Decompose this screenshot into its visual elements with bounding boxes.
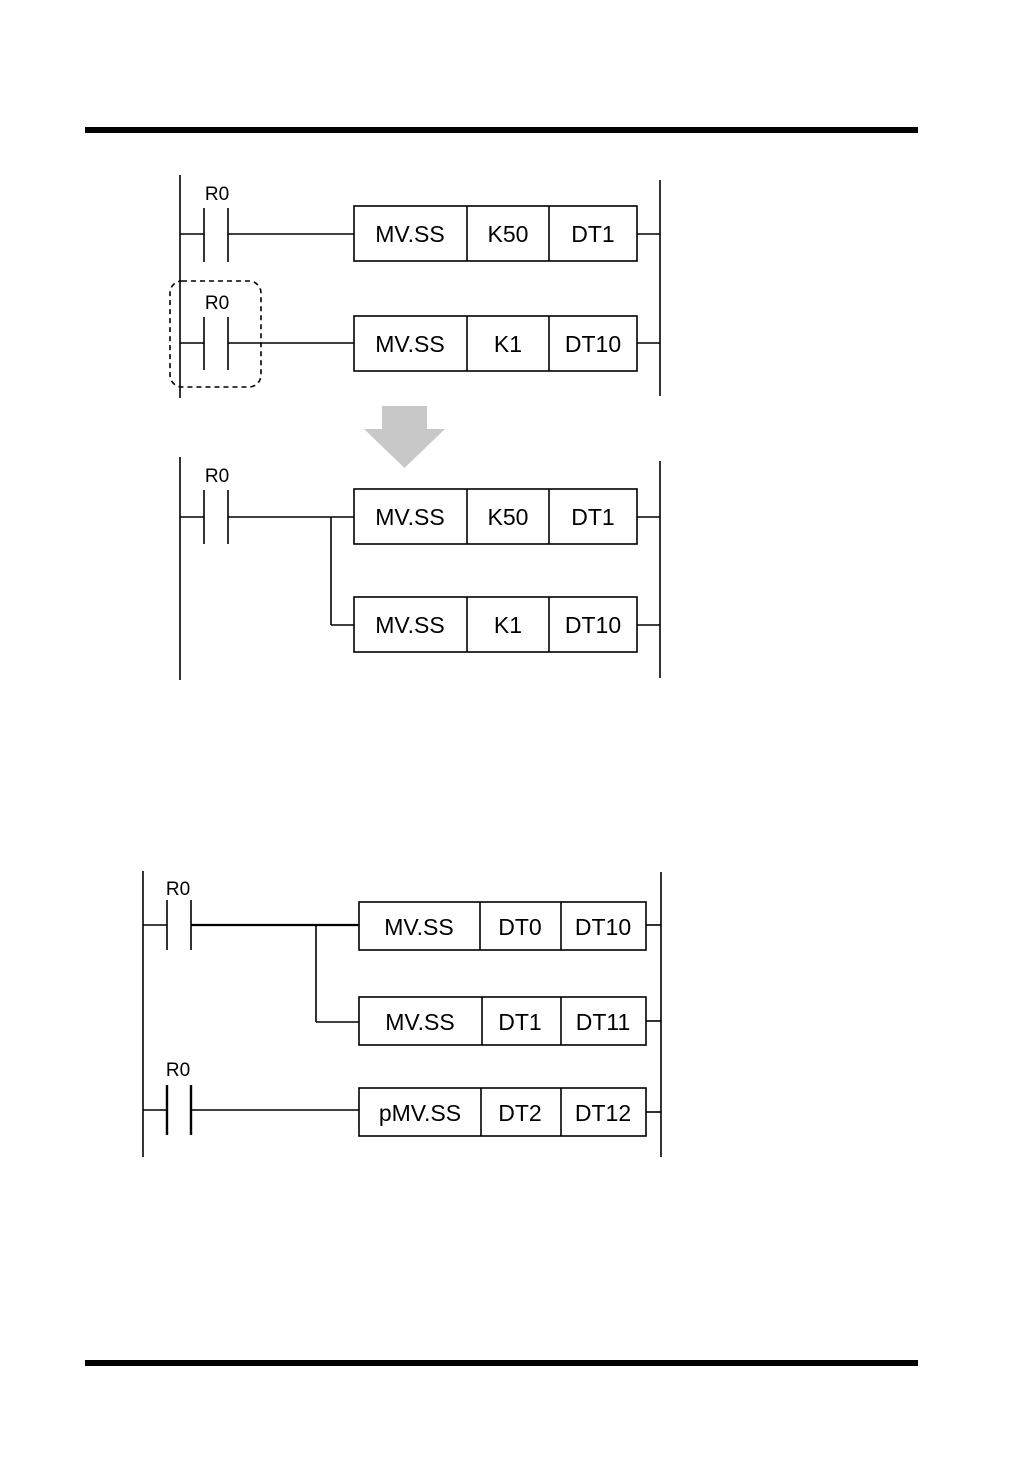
instruction-label: pMV.SS	[379, 1100, 461, 1126]
source-operand: DT0	[498, 914, 541, 940]
diagram-after	[180, 457, 660, 680]
destination-operand: DT10	[575, 914, 631, 940]
destination-operand: DT10	[565, 612, 621, 638]
down-arrow-icon	[364, 406, 445, 468]
source-operand: K50	[488, 504, 529, 530]
instruction-label: MV.SS	[385, 1009, 454, 1035]
diagram-after-labels: R0 MV.SS K50 DT1 MV.SS K1 DT10	[205, 466, 621, 638]
instruction-label: MV.SS	[384, 914, 453, 940]
contact-label: R0	[205, 184, 229, 205]
diagram-before-labels: R0 MV.SS K50 DT1 R0 MV.SS K1 DT10	[205, 184, 621, 357]
instruction-label: MV.SS	[375, 331, 444, 357]
instruction-label: MV.SS	[375, 612, 444, 638]
source-operand: K50	[488, 221, 529, 247]
destination-operand: DT12	[575, 1100, 631, 1126]
diagram-before	[170, 175, 660, 398]
instruction-label: MV.SS	[375, 221, 444, 247]
source-operand: DT2	[498, 1100, 541, 1126]
destination-operand: DT1	[571, 221, 614, 247]
contact-label: R0	[166, 879, 190, 900]
contact-label: R0	[205, 293, 229, 314]
source-operand: K1	[494, 612, 522, 638]
destination-operand: DT1	[571, 504, 614, 530]
destination-operand: DT11	[576, 1009, 631, 1035]
source-operand: DT1	[498, 1009, 541, 1035]
instruction-label: MV.SS	[375, 504, 444, 530]
contact-label: R0	[205, 466, 229, 487]
destination-operand: DT10	[565, 331, 621, 357]
contact-label: R0	[166, 1060, 190, 1081]
source-operand: K1	[494, 331, 522, 357]
